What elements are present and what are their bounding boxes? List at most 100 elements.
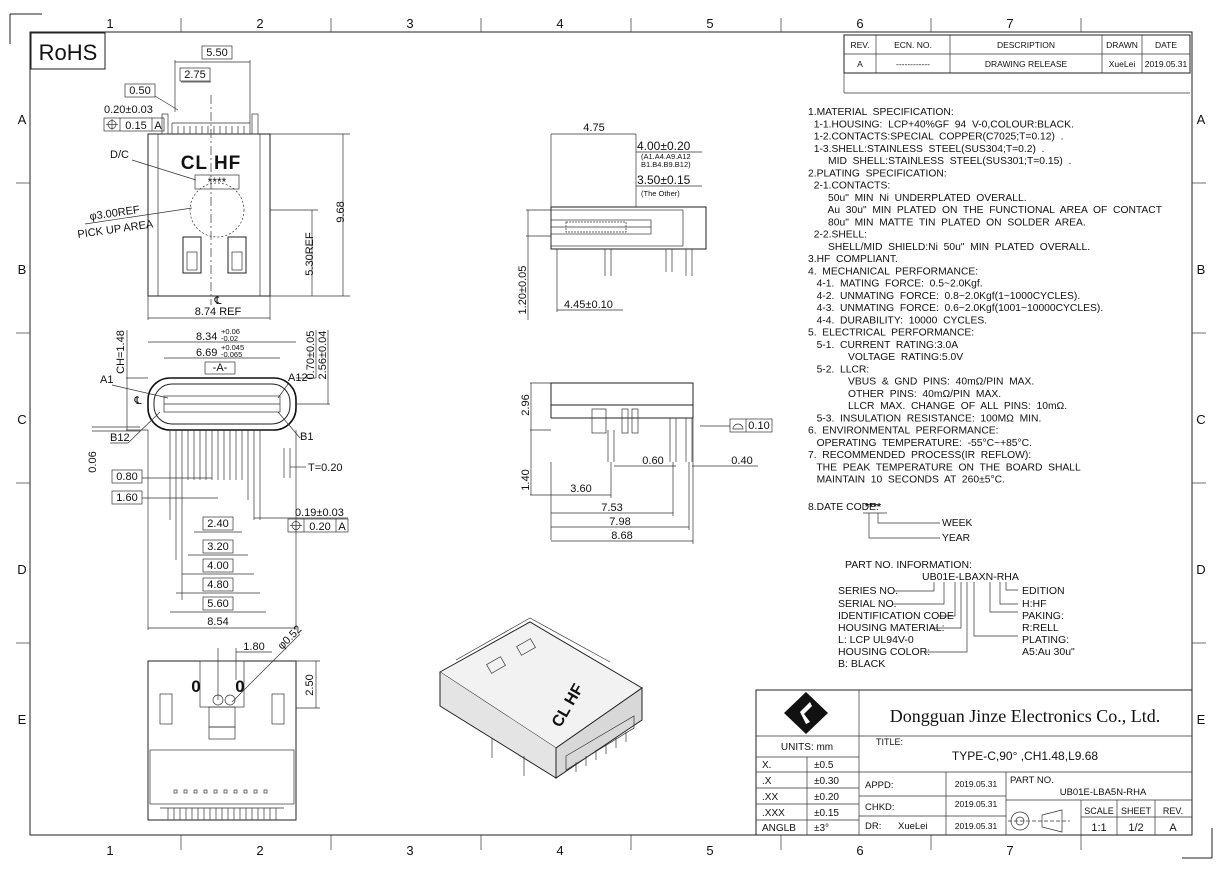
flatness-0-10: 0.10 bbox=[748, 420, 769, 432]
spec-line: 5. ELECTRICAL PERFORMANCE: bbox=[808, 328, 974, 339]
part-info-rell: R:RELL bbox=[1022, 622, 1059, 634]
part-info-ident: IDENTIFICATION CODE bbox=[838, 610, 954, 622]
dim-2-75: 2.75 bbox=[184, 69, 205, 81]
part-no-value: UB01E-LBA5N-RHA bbox=[1060, 787, 1147, 798]
rev-label: REV. bbox=[1163, 806, 1183, 816]
row-label: D bbox=[17, 562, 26, 577]
pin-a12-label: A12 bbox=[288, 372, 308, 384]
chkd-date: 2019.05.31 bbox=[955, 799, 998, 809]
spec-line: Au 30u" MIN PLATED ON THE FUNCTIONAL ARE… bbox=[808, 205, 1163, 216]
ch-dimension: CH=1.48 bbox=[115, 330, 127, 374]
pitch-3-20: 3.20 bbox=[207, 541, 228, 553]
sheet-frame bbox=[9, 13, 1213, 859]
tol-dxxx-label: .XXX bbox=[762, 808, 785, 819]
col-label: 7 bbox=[1006, 16, 1013, 31]
svg-text:RoHS: RoHS bbox=[39, 40, 98, 65]
part-info-series: SERIES NO. bbox=[838, 585, 898, 597]
rev-value: A bbox=[857, 59, 863, 69]
pitch-5-60: 5.60 bbox=[207, 598, 228, 610]
front-view: -A- 8.34 +0.06 -0.02 6.69 +0.045 -0.065 … bbox=[87, 327, 349, 630]
scale-label: SCALE bbox=[1084, 806, 1114, 816]
isometric-view: CL HF bbox=[439, 617, 643, 779]
dim-4-00: 4.00±0.20 bbox=[637, 139, 691, 153]
spec-line: 4. MECHANICAL PERFORMANCE: bbox=[808, 266, 978, 277]
dim-8-34-tol-dn: -0.02 bbox=[221, 334, 238, 343]
dr-date: 2019.05.31 bbox=[955, 821, 998, 831]
side-view-bottom: 2.96 1.40 0.10 0.60 0.40 3.60 7.53 7.98 … bbox=[520, 382, 773, 544]
pad-o-right: 0 bbox=[235, 677, 244, 696]
sheet-label: SHEET bbox=[1121, 806, 1152, 816]
spec-line: 4-3. UNMATING FORCE: 0.6~2.0Kgf(1001~100… bbox=[808, 303, 1103, 314]
pin-b12-label: B12 bbox=[110, 432, 130, 444]
tol-angle-label: ANGLB bbox=[762, 823, 796, 834]
tol-dx-label: .X bbox=[762, 776, 772, 787]
ecn-value: ------------ bbox=[896, 59, 930, 69]
col-label: 6 bbox=[856, 16, 863, 31]
dim-6-69: 6.69 bbox=[196, 347, 217, 359]
appd-date: 2019.05.31 bbox=[955, 779, 998, 789]
spec-line: VBUS & GND PINS: 40mΩ/PIN MAX. bbox=[808, 377, 1034, 388]
dim-6-69-tol-up: +0.045 bbox=[221, 343, 244, 352]
dim-3-60: 3.60 bbox=[570, 483, 591, 495]
part-info-edition: EDITION bbox=[1022, 585, 1065, 597]
dim-0-06: 0.06 bbox=[87, 451, 99, 472]
col-label: 4 bbox=[556, 843, 563, 858]
centerline-mark: ℄ bbox=[133, 395, 141, 407]
dim-5-50: 5.50 bbox=[206, 47, 227, 59]
title-label: TITLE: bbox=[876, 737, 903, 747]
tol-dxxx-value: ±0.15 bbox=[814, 808, 839, 819]
date-code-week: WEEK bbox=[942, 518, 972, 529]
dim-4-75: 4.75 bbox=[583, 122, 604, 134]
pickup-diameter: φ3.00REF bbox=[89, 204, 141, 223]
pcb-bottom-view: 0 0 1.80 φ0.52 2.50 bbox=[147, 623, 320, 821]
date-value: 2019.05.31 bbox=[1145, 59, 1188, 69]
rev-header: REV. bbox=[850, 40, 869, 50]
spec-line: 1-2.CONTACTS:SPECIAL COPPER(C7025;T=0.12… bbox=[808, 132, 1064, 143]
spec-line: 4-4. DURABILITY: 10000 CYCLES. bbox=[808, 315, 987, 326]
tol-dx-value: ±0.30 bbox=[814, 776, 839, 787]
spec-line: 5-2. LLCR: bbox=[808, 364, 869, 375]
part-info-hf: H:HF bbox=[1022, 598, 1047, 610]
dim-0-40: 0.40 bbox=[731, 455, 752, 467]
drawn-header: DRAWN bbox=[1106, 40, 1138, 50]
scale-value: 1:1 bbox=[1091, 822, 1106, 834]
date-header: DATE bbox=[1155, 40, 1177, 50]
part-info-paking: PAKING: bbox=[1022, 610, 1064, 622]
spec-line: 5-3. INSULATION RESISTANCE: 100MΩ MIN. bbox=[808, 413, 1041, 424]
drawn-value: XueLei bbox=[1109, 59, 1136, 69]
spec-line: OTHER PINS: 40mΩ/PIN MAX. bbox=[808, 389, 1001, 400]
spec-line: 6. ENVIRONMENTAL PERFORMANCE: bbox=[808, 426, 999, 437]
spec-line: 80u" MIN MATTE TIN PLATED ON SOLDER AREA… bbox=[808, 217, 1086, 228]
tol-0-20: 0.20 bbox=[309, 521, 330, 533]
dim-8-68: 8.68 bbox=[611, 530, 632, 542]
col-label: 4 bbox=[556, 16, 563, 31]
dim-1-40: 1.40 bbox=[520, 469, 532, 490]
dim-0-50: 0.50 bbox=[129, 85, 150, 97]
spec-line: 7. RECOMMENDED PROCESS(IR REFLOW): bbox=[808, 450, 1031, 461]
centerline-mark: ℄ bbox=[213, 295, 221, 307]
spec-line: VOLTAGE RATING:5.0V bbox=[808, 352, 963, 363]
dim-8-54: 8.54 bbox=[207, 616, 228, 628]
row-label: A bbox=[1197, 112, 1206, 127]
dim-7-53: 7.53 bbox=[601, 502, 622, 514]
row-label: B bbox=[18, 262, 27, 277]
pitch-4-80: 4.80 bbox=[207, 579, 228, 591]
part-info-housing-color-val: B: BLACK bbox=[838, 658, 885, 670]
dim-0-20: 0.20±0.03 bbox=[104, 104, 153, 116]
dr-label: DR: bbox=[865, 821, 881, 832]
tol-x-value: ±0.5 bbox=[814, 760, 834, 771]
projection-symbol-icon bbox=[1008, 809, 1070, 833]
dim-8-34-tol-up: +0.06 bbox=[221, 327, 240, 336]
ecn-header: ECN. NO. bbox=[894, 40, 932, 50]
dim-8-34: 8.34 bbox=[196, 331, 217, 343]
rohs-mark: RoHS bbox=[30, 32, 106, 70]
col-label: 3 bbox=[406, 843, 413, 858]
part-info-plating-val: A5:Au 30u" bbox=[1022, 646, 1075, 658]
part-number-info: PART NO. INFORMATION: UB01E-LBAXN-RHA SE… bbox=[838, 559, 1075, 670]
row-label: E bbox=[18, 712, 27, 727]
zone-labels: 1 2 3 4 5 6 7 1 2 3 4 5 6 7 A B C D E A … bbox=[17, 16, 1205, 858]
spec-line: THE PEAK TEMPERATURE ON THE BOARD SHALL bbox=[808, 462, 1081, 473]
tol-dxx-label: .XX bbox=[762, 792, 778, 803]
spec-line: 2-1.CONTACTS: bbox=[808, 181, 890, 192]
spec-line: 2-2.SHELL: bbox=[808, 230, 867, 241]
